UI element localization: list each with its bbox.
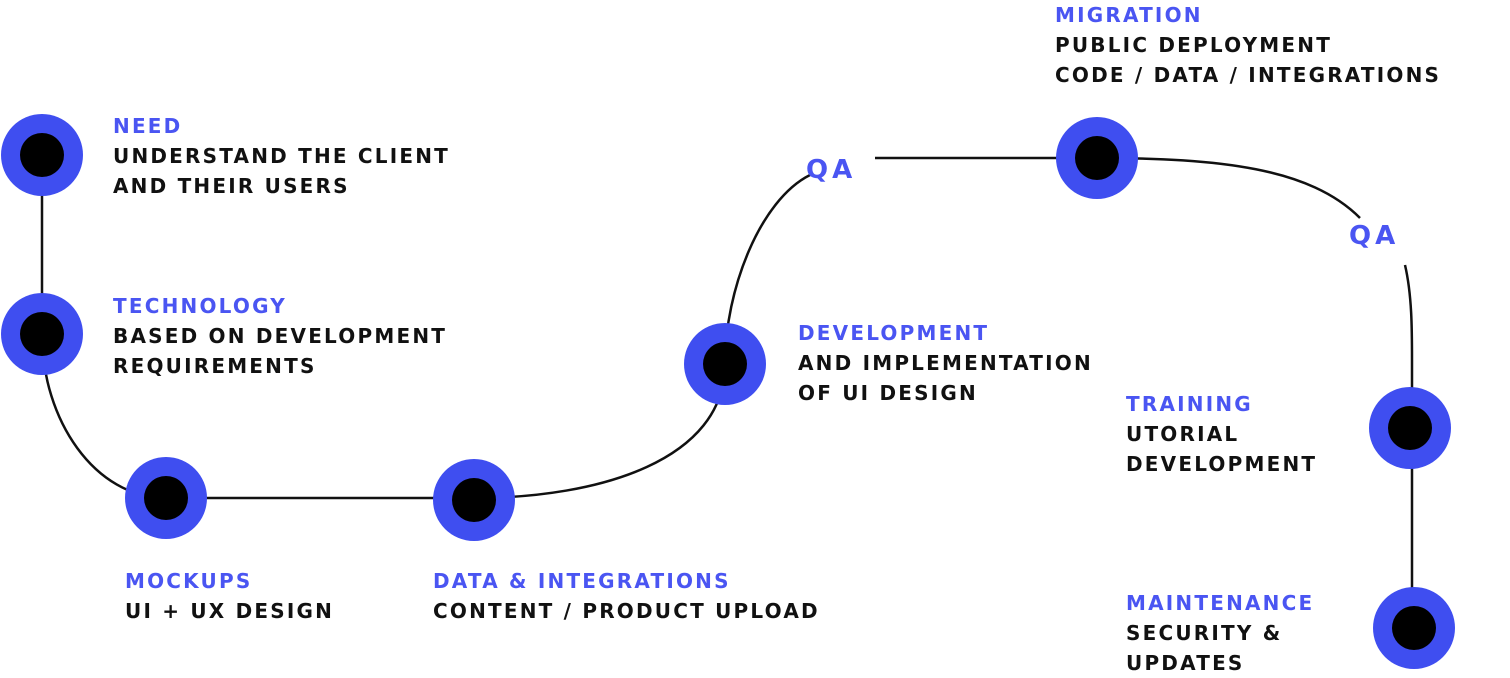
step-title: DEVELOPMENT [798, 321, 990, 345]
step-label-maintenance: MAINTENANCE SECURITY & UPDATES [1126, 588, 1314, 678]
step-description-line: BASED ON DEVELOPMENT [113, 324, 448, 348]
step-description-line: UTORIAL [1126, 422, 1240, 446]
step-description-line: OF UI DESIGN [798, 381, 978, 405]
step-description-line: SECURITY & [1126, 621, 1283, 645]
step-description-line: UPDATES [1126, 651, 1245, 675]
step-description-line: AND IMPLEMENTATION [798, 351, 1093, 375]
qa-checkpoint-label: QA [806, 155, 857, 185]
step-description-line: REQUIREMENTS [113, 354, 317, 378]
step-description-line: DEVELOPMENT [1126, 452, 1318, 476]
step-label-data-integrations: DATA & INTEGRATIONS CONTENT / PRODUCT UP… [433, 566, 820, 626]
step-node-mockups [125, 457, 207, 539]
step-node-need [1, 114, 83, 196]
step-node-data-integrations [433, 459, 515, 541]
qa-checkpoint-label: QA [1349, 221, 1400, 251]
step-title: MAINTENANCE [1126, 591, 1315, 615]
step-label-development: DEVELOPMENT AND IMPLEMENTATION OF UI DES… [798, 318, 1093, 408]
step-label-training: TRAINING UTORIAL DEVELOPMENT [1126, 389, 1317, 479]
step-description-line: PUBLIC DEPLOYMENT [1055, 33, 1333, 57]
step-description-line: AND THEIR USERS [113, 174, 350, 198]
step-label-migration: MIGRATION PUBLIC DEPLOYMENT CODE / DATA … [1055, 0, 1441, 90]
step-node-development [684, 323, 766, 405]
step-node-migration [1056, 117, 1138, 199]
step-label-need: NEED UNDERSTAND THE CLIENT AND THEIR USE… [113, 111, 450, 201]
step-label-mockups: MOCKUPS UI + UX DESIGN [125, 566, 334, 626]
step-node-training [1369, 387, 1451, 469]
step-title: MIGRATION [1055, 3, 1203, 27]
step-title: TRAINING [1126, 392, 1253, 416]
step-description-line: CONTENT / PRODUCT UPLOAD [433, 599, 820, 623]
step-node-technology [1, 293, 83, 375]
step-description-line: CODE / DATA / INTEGRATIONS [1055, 63, 1442, 87]
step-description-line: UNDERSTAND THE CLIENT [113, 144, 451, 168]
step-description-line: UI + UX DESIGN [125, 599, 335, 623]
step-title: DATA & INTEGRATIONS [433, 569, 731, 593]
step-node-maintenance [1373, 587, 1455, 669]
step-title: NEED [113, 114, 183, 138]
step-label-technology: TECHNOLOGY BASED ON DEVELOPMENT REQUIREM… [113, 291, 447, 381]
step-title: MOCKUPS [125, 569, 253, 593]
step-title: TECHNOLOGY [113, 294, 287, 318]
